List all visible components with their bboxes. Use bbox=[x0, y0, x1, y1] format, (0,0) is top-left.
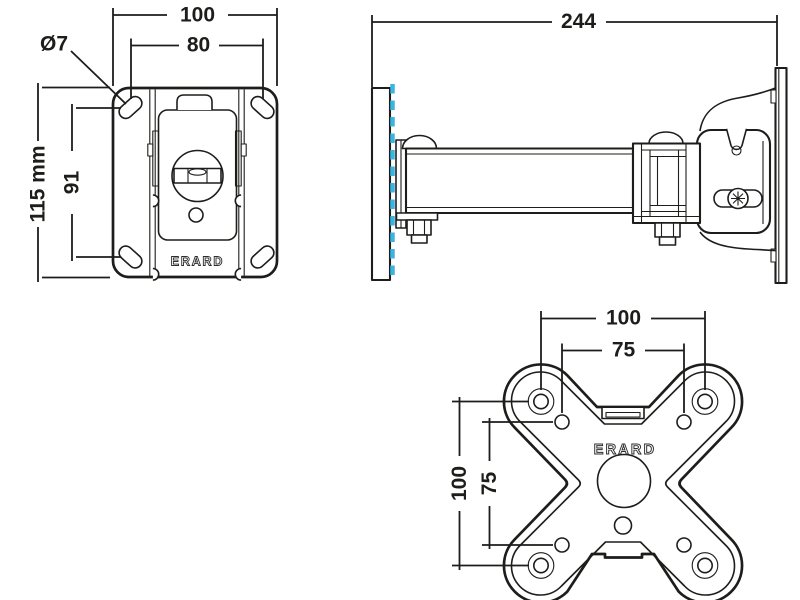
screw-hole bbox=[188, 207, 204, 223]
dim-label-front-hole-spacing-h: 80 bbox=[187, 34, 210, 57]
dim-front-height: 115 mm bbox=[27, 83, 110, 282]
dim-side-depth: 244 bbox=[371, 10, 778, 87]
dim-label-front-hole-diameter: Ø7 bbox=[40, 33, 68, 56]
dim-front-width: 100 bbox=[112, 4, 278, 86]
vesa-top-clip-slot bbox=[605, 411, 641, 418]
vesa-plate-edge bbox=[774, 66, 788, 285]
dim-label-vesa-height-inner: 75 bbox=[478, 472, 501, 496]
dim-front-hole-spacing-h: 80 bbox=[130, 34, 264, 99]
vesa-plate-outline bbox=[502, 363, 744, 600]
dim-front-hole-spacing-v: 91 bbox=[61, 104, 121, 261]
dim-vesa-height-inner: 75 bbox=[478, 418, 553, 549]
swivel-cover-bottom-curve bbox=[699, 231, 776, 252]
dim-label-vesa-width-inner: 75 bbox=[612, 339, 636, 362]
brand-logo-vesa: ERARD bbox=[594, 442, 657, 458]
vesa-small-hole bbox=[613, 516, 633, 535]
clamp-details bbox=[633, 143, 700, 223]
dim-label-front-hole-spacing-v: 91 bbox=[61, 171, 84, 195]
right-bolt-assembly bbox=[654, 222, 681, 246]
brand-logo-front: ERARD bbox=[171, 255, 224, 269]
bolt-dome-right bbox=[648, 131, 684, 145]
vesa-inner-holes bbox=[554, 414, 692, 553]
notch-hole bbox=[731, 145, 742, 156]
dim-front-hole-diameter: Ø7 bbox=[40, 33, 127, 105]
bubble-level bbox=[171, 149, 224, 203]
bolt-dome-left bbox=[401, 134, 438, 150]
tilt-knob bbox=[713, 187, 763, 210]
wall-plate-edge bbox=[370, 86, 392, 282]
dim-label-front-width: 100 bbox=[180, 4, 215, 27]
bracket-top-tab bbox=[176, 94, 213, 110]
dim-vesa-width-inner: 75 bbox=[561, 339, 685, 413]
dim-vesa-width-outer: 100 bbox=[540, 307, 706, 390]
side-view-arm: 244 bbox=[370, 10, 788, 285]
vesa-view-plate: ERARD 100 75 100 75 bbox=[448, 307, 744, 600]
side-clips bbox=[147, 130, 247, 281]
dim-label-front-height: 115 mm bbox=[27, 145, 50, 222]
swivel-cover-top-curve bbox=[699, 87, 776, 132]
vesa-plate-inner-outline bbox=[510, 371, 736, 596]
dim-label-vesa-height-outer: 100 bbox=[448, 466, 471, 501]
dim-label-vesa-width-outer: 100 bbox=[606, 307, 641, 330]
left-bolt-assembly bbox=[395, 212, 439, 244]
corner-slots bbox=[118, 95, 275, 269]
vesa-top-clip-tab bbox=[601, 408, 645, 420]
bracket-notch bbox=[725, 128, 748, 151]
arm-tube bbox=[404, 147, 635, 215]
vesa-center-hole bbox=[596, 453, 652, 509]
vertical-rails bbox=[149, 89, 245, 277]
dim-label-side-depth: 244 bbox=[561, 10, 596, 33]
front-view-wall-plate: ERARD 100 80 Ø7 115 mm 91 bbox=[27, 4, 279, 282]
dim-vesa-height-outer: 100 bbox=[448, 397, 529, 570]
